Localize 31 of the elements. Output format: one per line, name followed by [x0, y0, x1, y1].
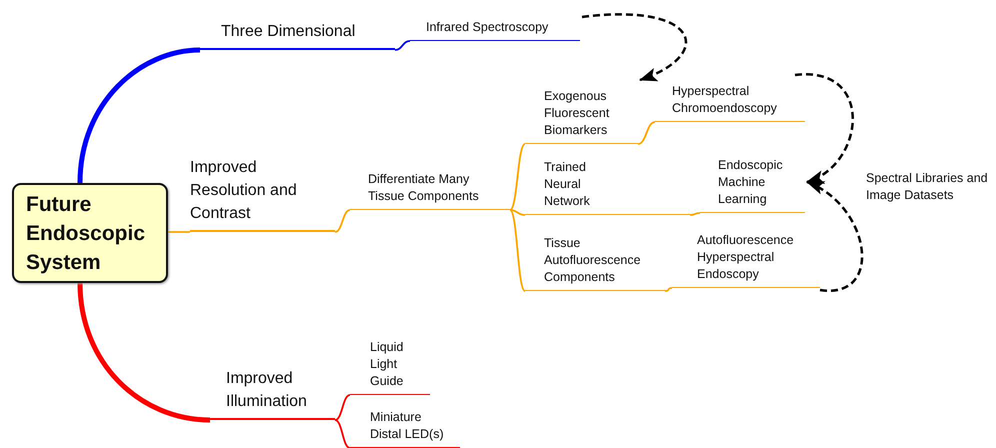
branch-line [78, 48, 200, 184]
branch-line [334, 209, 350, 233]
dashed-arrow [806, 180, 864, 292]
branch-line [334, 394, 350, 421]
branch-line [664, 287, 672, 292]
branch-line [394, 40, 410, 51]
topic-label: Liquid Light Guide [350, 334, 430, 395]
branch-line [638, 121, 656, 145]
topic-label: Trained Neural Network [525, 157, 690, 215]
branch-line [168, 231, 190, 233]
topic-label: Exogenous Fluorescent Biomarkers [525, 81, 638, 144]
topic-label: Hyperspectral Chromoendoscopy [655, 81, 805, 122]
branch-line [334, 419, 350, 448]
topic-label: Infrared Spectroscopy [410, 17, 580, 41]
branch-line [509, 209, 526, 292]
topic-label: Differentiate Many Tissue Components [350, 164, 510, 210]
branch-line [690, 212, 700, 216]
dashed-arrow [582, 13, 688, 82]
topic-label: Endoscopic Machine Learning [700, 154, 805, 213]
topic-label: Miniature Distal LED(s) [350, 409, 460, 448]
topic-label: Improved Resolution and Contrast [190, 154, 335, 232]
central-topic-box: Future Endoscopic System [12, 183, 168, 283]
branch-line [509, 143, 526, 211]
branch-line [78, 282, 210, 422]
topic-label: Three Dimensional [200, 20, 395, 50]
note-text: Spectral Libraries and Image Datasets [866, 170, 989, 204]
topic-label: Improved Illumination [210, 365, 335, 420]
topic-label: Tissue Autofluorescence Components [525, 232, 665, 291]
dashed-arrow [794, 73, 854, 184]
topic-label: Autofluorescence Hyperspectral Endoscopy [672, 230, 820, 288]
branch-line [510, 209, 526, 216]
